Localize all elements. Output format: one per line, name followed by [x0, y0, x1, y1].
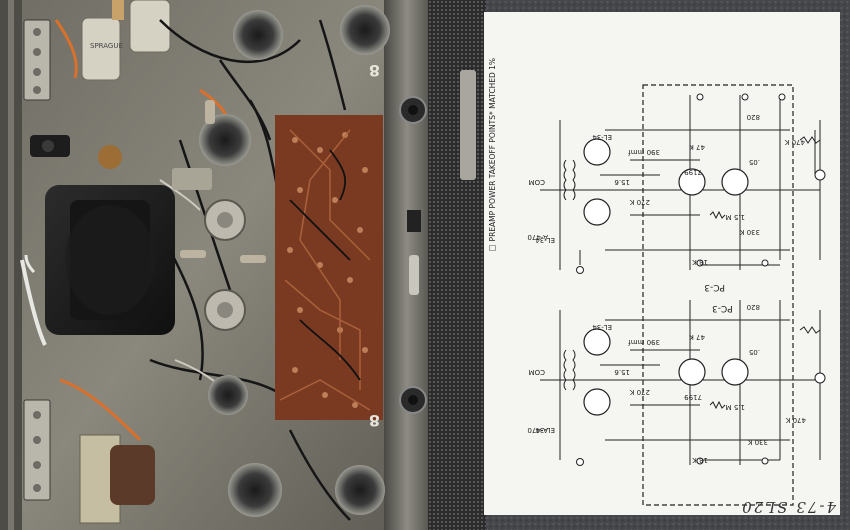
svg-text:COM: COM	[529, 178, 545, 186]
svg-text:EL-34: EL-34	[592, 133, 612, 141]
note-preamp-takeoff: □ PREAMP POWER TAKEOFF POINTS	[488, 114, 497, 253]
svg-text:A-470: A-470	[527, 233, 548, 241]
svg-text:15.6: 15.6	[614, 178, 630, 186]
svg-text:8: 8	[369, 411, 380, 430]
label-330k-b: 330 K	[747, 438, 768, 446]
svg-text:390 mmf: 390 mmf	[628, 338, 660, 346]
svg-text:18 K: 18 K	[692, 258, 708, 266]
svg-text:820: 820	[747, 113, 760, 121]
note-matched: * MATCHED 1%	[488, 58, 497, 115]
svg-text:A-470: A-470	[527, 426, 548, 434]
svg-text:47 K: 47 K	[689, 143, 705, 151]
handwritten-note: 4-73 SL20	[740, 498, 836, 516]
svg-text:COM: COM	[529, 368, 545, 376]
capacitor-label: SPRAGUE	[90, 42, 123, 50]
svg-text:270 K: 270 K	[629, 388, 650, 396]
svg-text:.05: .05	[749, 348, 760, 356]
svg-text:8: 8	[369, 61, 380, 80]
svg-text:15.6: 15.6	[614, 368, 630, 376]
svg-text:1.5 M: 1.5 M	[726, 403, 745, 411]
svg-text:18 K: 18 K	[692, 456, 708, 464]
svg-text:390 mmf: 390 mmf	[628, 148, 660, 156]
label-470k: 470 K	[784, 138, 805, 146]
board-label-pc3: PC-3	[704, 282, 725, 292]
svg-text:7199: 7199	[684, 393, 702, 401]
svg-text:270 K: 270 K	[629, 198, 650, 206]
svg-text:7199: 7199	[684, 168, 702, 176]
svg-text:EL-34: EL-34	[592, 323, 612, 331]
schematic-notes: * MATCHED 1% □ PREAMP POWER TAKEOFF POIN…	[488, 58, 503, 253]
board-label-pc3-lower: PC-3	[712, 303, 733, 313]
svg-text:EL-34: EL-34	[535, 426, 555, 434]
label-330k: 330 K	[739, 228, 760, 236]
label-470k-b: 470 K	[785, 416, 806, 424]
svg-text:EL-34: EL-34	[535, 236, 555, 244]
svg-text:820: 820	[747, 303, 760, 311]
svg-text:1.5 M: 1.5 M	[726, 213, 745, 221]
svg-text:47 K: 47 K	[689, 333, 705, 341]
svg-text:.05: .05	[749, 158, 760, 166]
